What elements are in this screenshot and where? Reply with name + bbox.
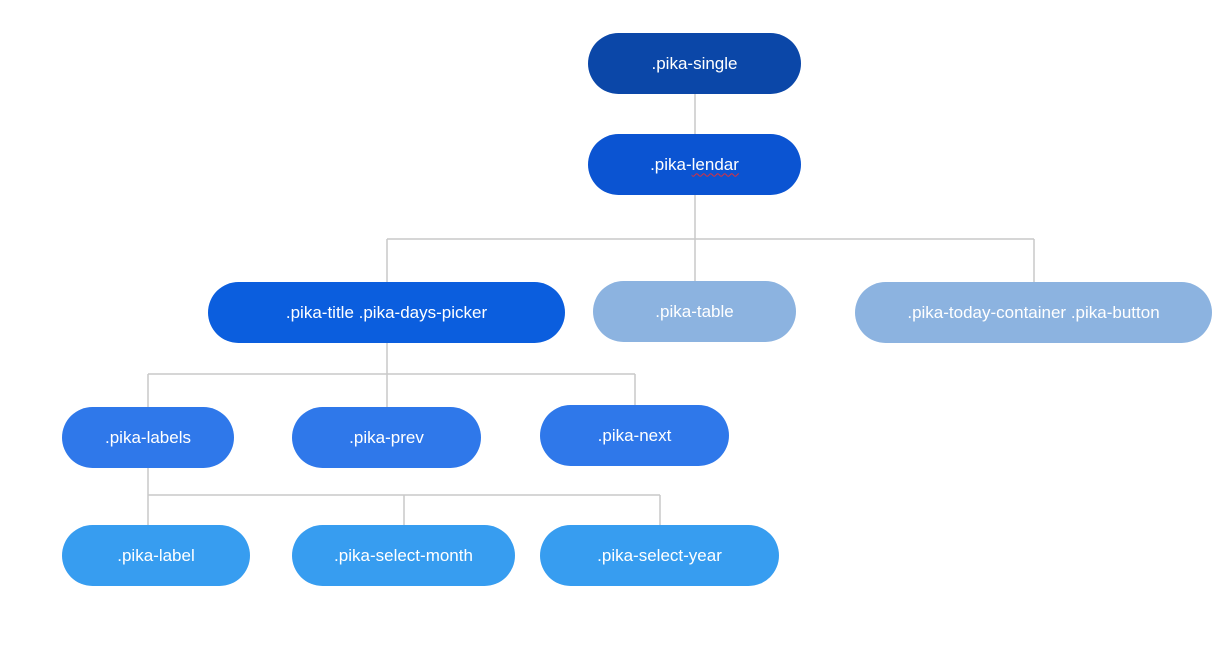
node-label-prefix: .pika- [650,154,692,174]
node-pika-select-month: .pika-select-month [292,525,515,586]
node-label: .pika-next [597,425,672,445]
node-pika-next: .pika-next [540,405,729,466]
node-label: .pika-label [117,545,195,565]
node-label: .pika-table [655,301,734,321]
node-label: .pika-select-year [597,545,722,565]
node-label: .pika-title .pika-days-picker [285,302,488,322]
node-pika-title-days-picker: .pika-title .pika-days-picker [208,282,565,343]
node-pika-table: .pika-table [593,281,796,342]
node-label: .pika-lendar [650,155,739,175]
node-pika-today-container-button: .pika-today-container .pika-button [855,282,1212,343]
node-label: .pika-select-month [334,545,473,565]
node-pika-label: .pika-label [62,525,250,586]
node-label: .pika-single [651,53,738,73]
node-label: .pika-labels [105,427,191,447]
node-pika-select-year: .pika-select-year [540,525,779,586]
node-pika-lendar: .pika-lendar [588,134,801,195]
node-label: .pika-today-container .pika-button [907,302,1160,322]
node-label: .pika-prev [349,427,424,447]
node-pika-labels: .pika-labels [62,407,234,468]
node-pika-single: .pika-single [588,33,801,94]
node-pika-prev: .pika-prev [292,407,481,468]
spellcheck-marked-word: lendar [691,154,739,174]
